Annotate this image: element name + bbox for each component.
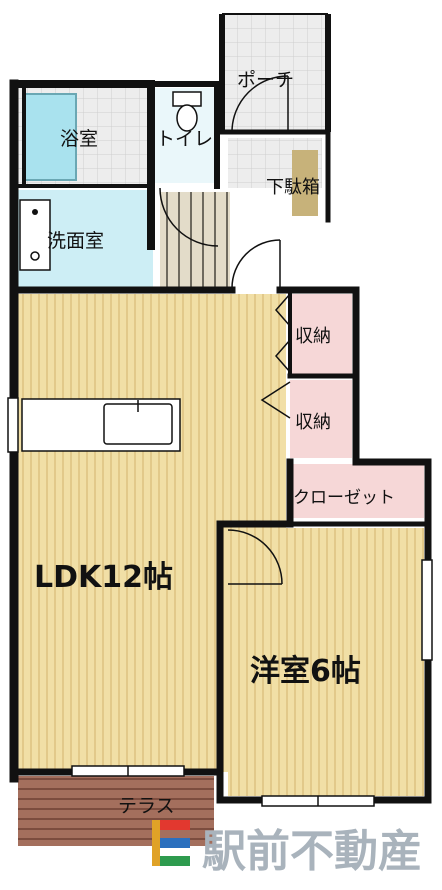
terrace: テラス xyxy=(18,776,214,846)
toilet-tank xyxy=(172,91,202,107)
bath-label: 浴室 xyxy=(60,128,98,150)
logo-bar-blue xyxy=(160,838,190,848)
washroom-label: 洗面室 xyxy=(47,230,104,252)
shoe-box-label: 下駄箱 xyxy=(266,177,320,198)
storage-room-2: 収納 xyxy=(260,380,352,458)
windows xyxy=(7,397,433,807)
toilet-room: トイレ xyxy=(155,88,217,183)
toilet-label: トイレ xyxy=(156,128,213,150)
logo-bar-red xyxy=(160,820,190,830)
hall-door-swing xyxy=(159,187,219,247)
porch-door-swing xyxy=(231,75,289,133)
porch-label: ポーチ xyxy=(237,69,294,91)
entrance-hall: 下駄箱 xyxy=(158,138,322,289)
washroom: 洗面室 xyxy=(18,190,153,288)
company-watermark: 駅前不動産 xyxy=(202,826,422,877)
company-logo: E xyxy=(152,820,190,866)
logo-bar-green xyxy=(160,856,190,866)
western-room-label: 洋室6帖 xyxy=(250,654,361,689)
terrace-label: テラス xyxy=(118,795,175,817)
toilet-bowl xyxy=(176,104,198,132)
kitchen-window xyxy=(7,397,19,453)
wash-basin xyxy=(19,199,51,271)
storage-room-1: 収納 xyxy=(275,293,352,374)
shoe-box xyxy=(292,150,318,216)
porch-room: ポーチ xyxy=(219,13,331,133)
closet-label: クローゼット xyxy=(293,488,395,508)
bath-room: 浴室 xyxy=(18,88,151,185)
logo-bar-yellow xyxy=(152,820,160,866)
storage-1-label: 収納 xyxy=(295,326,331,347)
ldk-label: LDK12帖 xyxy=(34,560,173,595)
western-room-door-swing xyxy=(227,529,283,585)
side-window xyxy=(421,559,433,661)
storage-2-label: 収納 xyxy=(295,412,331,433)
western-room: 洋室6帖 xyxy=(227,528,424,796)
